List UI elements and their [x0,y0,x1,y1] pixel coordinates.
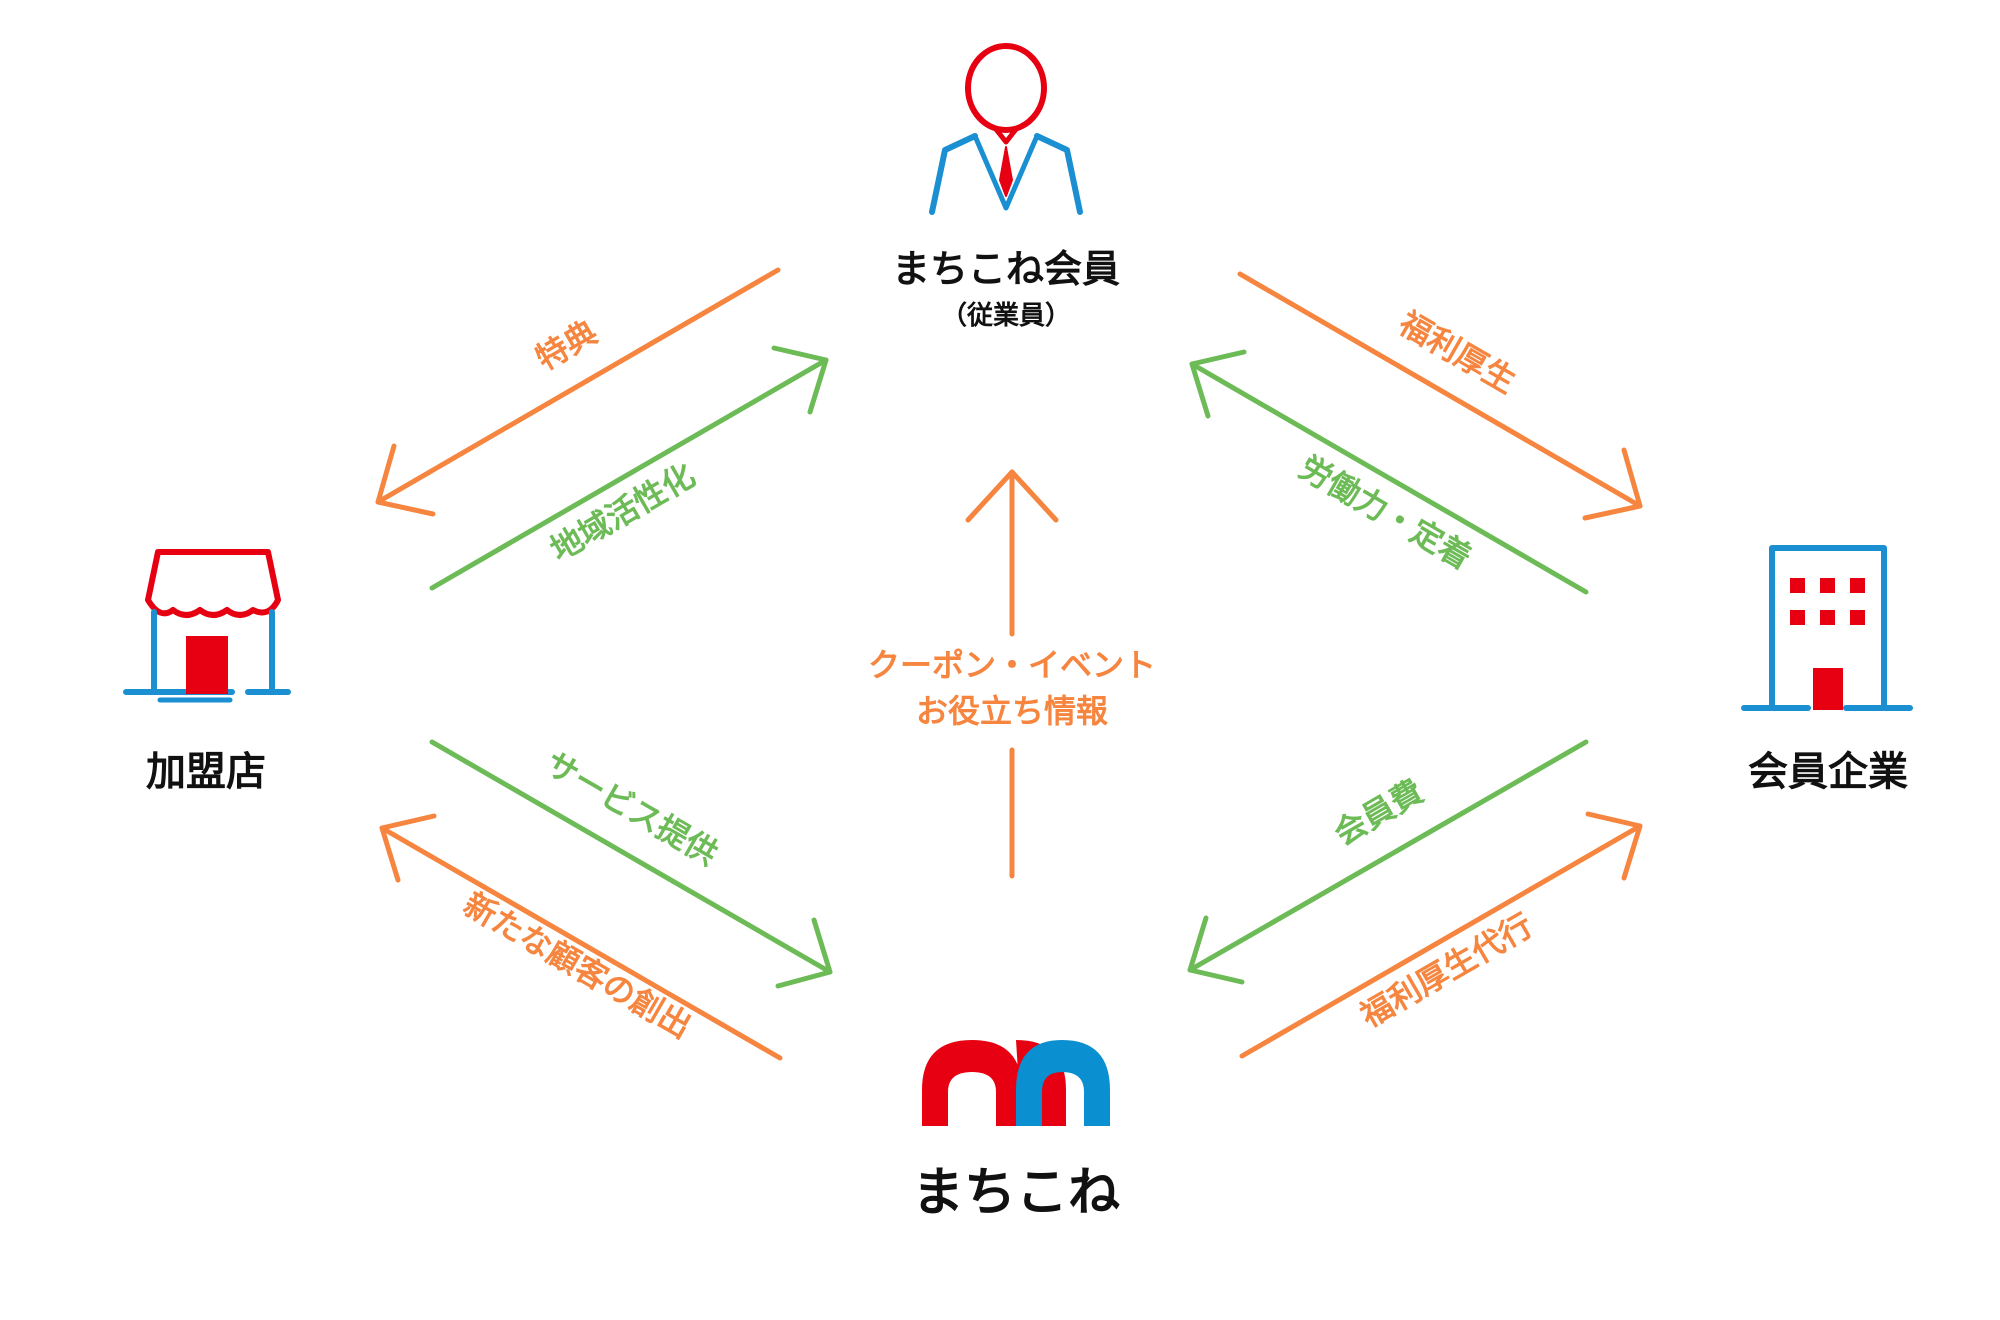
label-store-to-brand: サービス提供 [539,744,724,873]
office-building-icon [1741,545,1913,711]
arrow-member-to-company [1237,271,1643,521]
arrow-company-to-brand [1187,739,1589,985]
arrow-company-to-member [1189,349,1589,595]
store-title: 加盟店 [146,749,266,795]
arrow-member-to-store [375,267,781,517]
brand-title: まちこね [912,1163,1120,1223]
machikone-logo [922,1040,1110,1126]
arrow-brand-to-store [379,813,783,1061]
label-member-to-store: 特典 [529,313,603,378]
member-title: まちこね会員 [892,247,1120,291]
arrow-brand-to-member [965,469,1059,879]
person-in-suit-icon [929,43,1083,215]
company-title: 会員企業 [1748,749,1908,795]
label-brand-to-company: 福利厚生代行 [1353,906,1539,1035]
label-brand-to-store: 新たな顧客の創出 [457,885,698,1046]
label-member-to-company: 福利厚生 [1392,304,1523,401]
label-brand-to-member-2: お役立ち情報 [916,692,1108,730]
arrow-brand-to-company [1239,811,1643,1059]
arrow-store-to-brand [429,739,833,989]
storefront-icon [123,549,291,703]
label-brand-to-member-1: クーポン・イベント [868,646,1156,684]
member-subtitle: （従業員） [941,301,1071,331]
arrow-store-to-member [429,345,829,591]
